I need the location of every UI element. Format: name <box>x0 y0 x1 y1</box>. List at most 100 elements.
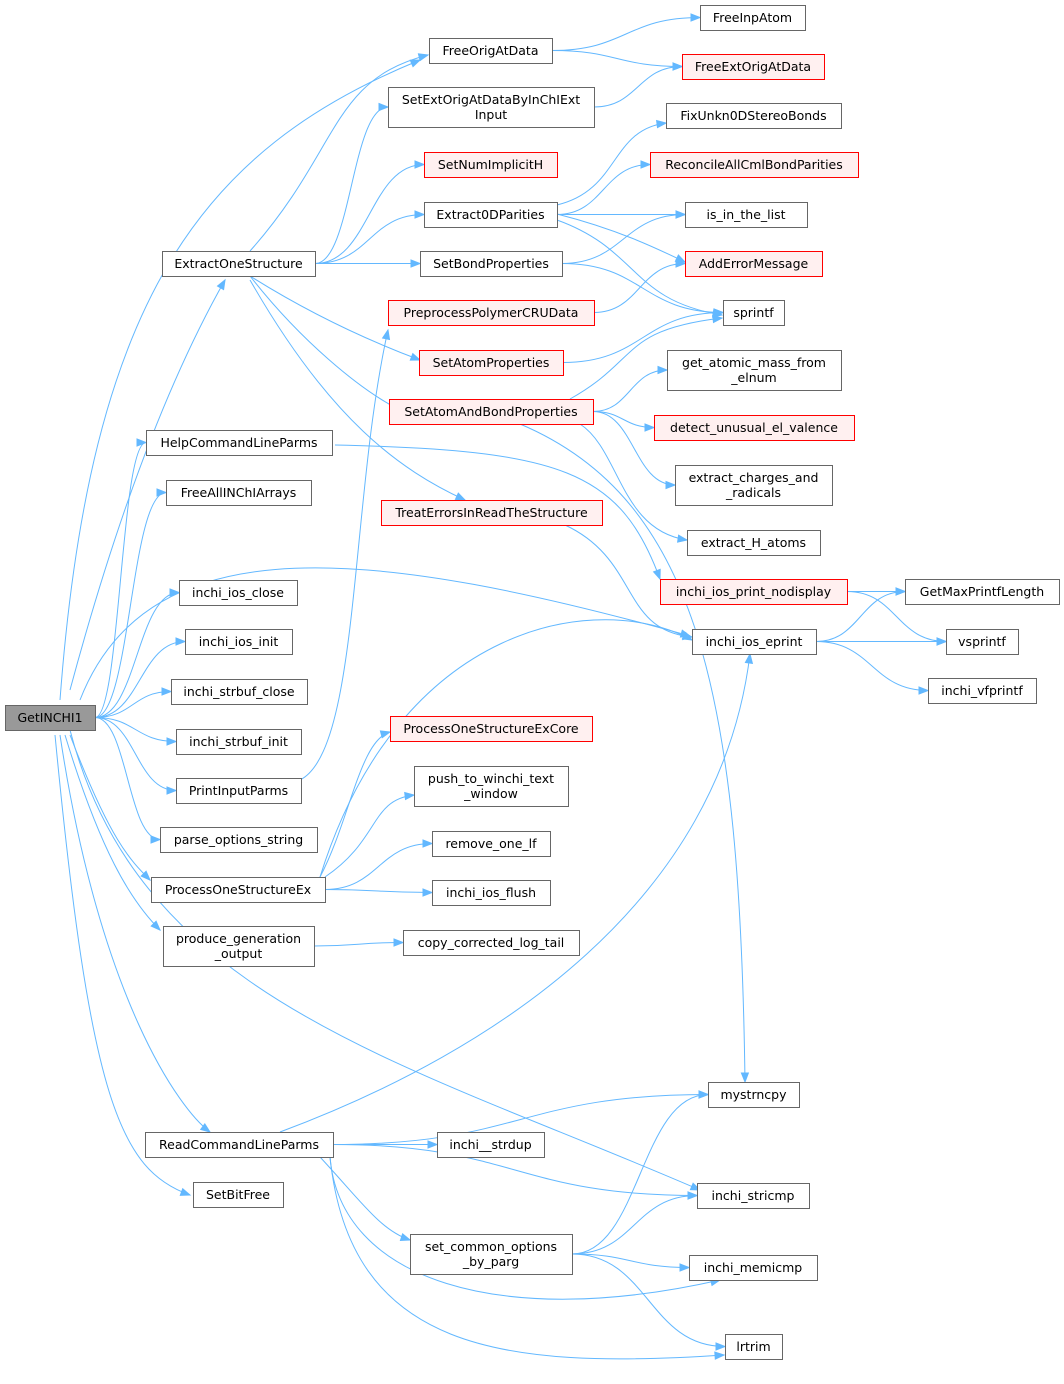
node-adderrormessage[interactable]: AddErrorMessage <box>685 251 823 277</box>
node-treaterrorsinreadthestructure[interactable]: TreatErrorsInReadTheStructure <box>381 500 603 526</box>
arrowhead-icon <box>665 480 677 490</box>
node-setbondproperties[interactable]: SetBondProperties <box>420 251 563 277</box>
edge-line <box>571 1094 709 1255</box>
node-label: is_in_the_list <box>706 207 785 222</box>
edge-extractonestructure-to-setextorigatdatabyinchiextinput <box>314 102 390 264</box>
arrowhead-icon <box>679 1263 691 1272</box>
node-helpcommandlineparms[interactable]: HelpCommandLineParms <box>146 430 333 456</box>
node-extractonestructure[interactable]: ExtractOneStructure <box>162 251 316 277</box>
node-inchi-ios-close[interactable]: inchi_ios_close <box>179 580 298 606</box>
node-box <box>5 705 96 731</box>
node-label: _elnum <box>730 370 776 385</box>
node-is-in-the-list[interactable]: is_in_the_list <box>685 202 808 228</box>
edge-line <box>69 734 151 881</box>
node-fixunkn0dstereobonds[interactable]: FixUnkn0DStereoBonds <box>666 103 842 129</box>
arrowhead-icon <box>140 870 151 881</box>
node-inchi-ios-flush[interactable]: inchi_ios_flush <box>432 880 551 906</box>
node-label: inchi_ios_flush <box>446 885 536 900</box>
node-reconcileallcmlbondparities[interactable]: ReconcileAllCmlBondParities <box>650 152 859 178</box>
node-label: inchi_ios_close <box>192 585 284 600</box>
node-lrtrim[interactable]: lrtrim <box>725 1334 783 1360</box>
node-box <box>171 679 308 705</box>
node-preprocesspolymercrudata[interactable]: PreprocessPolymerCRUData <box>388 300 595 326</box>
node-setatomproperties[interactable]: SetAtomProperties <box>419 350 564 376</box>
node-freeinpatom[interactable]: FreeInpAtom <box>700 5 806 31</box>
node-box <box>420 251 563 277</box>
node-parse-options-string[interactable]: parse_options_string <box>160 827 318 853</box>
node-extract0dparities[interactable]: Extract0DParities <box>424 202 558 228</box>
node-setatomandbondproperties[interactable]: SetAtomAndBondProperties <box>389 399 594 425</box>
node-label: inchi_ios_eprint <box>706 634 803 649</box>
node-box <box>160 827 318 853</box>
edge-set-common-options-by-parg-to-inchi-memicmp <box>571 1253 691 1272</box>
node-push-to-winchi-text-window[interactable]: push_to_winchi_text_window <box>414 766 569 807</box>
edge-produce-generation-output-to-copy-corrected-log-tail <box>313 938 405 947</box>
node-inchi-memicmp[interactable]: inchi_memicmp <box>689 1255 818 1281</box>
node-label: ProcessOneStructureExCore <box>403 721 579 736</box>
node-inchi-ios-init[interactable]: inchi_ios_init <box>185 629 293 655</box>
node-label: inchi_ios_print_nodisplay <box>676 584 832 599</box>
arrowhead-icon <box>740 1072 750 1084</box>
node-getmaxprintflength[interactable]: GetMaxPrintfLength <box>905 579 1060 605</box>
node-box <box>390 716 593 742</box>
node-printinputparms[interactable]: PrintInputParms <box>176 778 302 804</box>
node-label: SetBondProperties <box>433 256 549 271</box>
edge-line <box>556 122 667 206</box>
node-detect-unusual-el-valence[interactable]: detect_unusual_el_valence <box>654 415 855 441</box>
node-mystrncpy[interactable]: mystrncpy <box>708 1082 800 1108</box>
node-processonestructureex[interactable]: ProcessOneStructureEx <box>151 877 326 903</box>
arrowhead-icon <box>918 686 930 695</box>
node-copy-corrected-log-tail[interactable]: copy_corrected_log_tail <box>403 930 580 956</box>
edge-preprocesspolymercrudata-to-adderrormessage <box>593 259 687 313</box>
node-vsprintf[interactable]: vsprintf <box>946 629 1019 655</box>
node-get-atomic-mass-from-elnum[interactable]: get_atomic_mass_from_elnum <box>667 350 842 391</box>
node-label: Input <box>475 107 507 122</box>
node-inchi-strdup[interactable]: inchi__strdup <box>437 1132 545 1158</box>
node-inchi-ios-print-nodisplay[interactable]: inchi_ios_print_nodisplay <box>660 579 848 605</box>
edge-line <box>579 423 688 541</box>
edge-line <box>561 214 686 264</box>
arrowhead-icon <box>675 210 687 219</box>
node-freeorigatdata[interactable]: FreeOrigAtData <box>429 38 553 64</box>
node-sprintf[interactable]: sprintf <box>723 300 785 326</box>
function-nodes: GetINCHI1ExtractOneStructureHelpCommandL… <box>5 5 1060 1360</box>
node-inchi-strbuf-init[interactable]: inchi_strbuf_init <box>176 729 302 755</box>
node-remove-one-lf[interactable]: remove_one_lf <box>432 831 551 857</box>
node-box <box>432 831 551 857</box>
edge-inchi-ios-eprint-to-inchi-vfprintf <box>815 641 930 695</box>
node-set-common-options-by-parg[interactable]: set_common_options_by_parg <box>410 1234 573 1275</box>
edge-freeorigatdata-to-freeextorigatdata <box>551 50 684 71</box>
arrowhead-icon <box>179 1187 192 1196</box>
arrowhead-icon <box>169 588 181 597</box>
node-label: push_to_winchi_text <box>428 771 554 786</box>
arrowhead-icon <box>166 786 178 795</box>
node-inchi-stricmp[interactable]: inchi_stricmp <box>697 1183 810 1209</box>
edge-extract0dparities-to-fixunkn0dstereobonds <box>556 119 668 206</box>
arrowhead-icon <box>414 210 426 219</box>
node-freeextorigatdata[interactable]: FreeExtOrigAtData <box>682 54 825 80</box>
node-label: TreatErrorsInReadTheStructure <box>394 505 588 520</box>
node-produce-generation-output[interactable]: produce_generation_output <box>163 926 315 967</box>
edge-line <box>54 734 191 1196</box>
node-readcommandlineparms[interactable]: ReadCommandLineParms <box>145 1132 334 1158</box>
node-setbitfree[interactable]: SetBitFree <box>193 1182 284 1208</box>
node-inchi-ios-eprint[interactable]: inchi_ios_eprint <box>692 629 817 655</box>
arrowhead-icon <box>175 637 187 646</box>
edge-setatomproperties-to-sprintf <box>562 308 725 363</box>
edge-line <box>571 1253 690 1268</box>
node-box <box>410 1234 573 1275</box>
node-processonestructureexcore[interactable]: ProcessOneStructureExCore <box>390 716 593 742</box>
edge-line <box>79 567 691 701</box>
node-extract-charges-and-radicals[interactable]: extract_charges_and_radicals <box>675 465 833 506</box>
edge-printinputparms-to-preprocesspolymercrudata <box>299 328 391 781</box>
node-setnumimplicith[interactable]: SetNumImplicitH <box>424 152 558 178</box>
edge-line <box>593 263 686 313</box>
node-freeallinchiarrays[interactable]: FreeAllINChIArrays <box>166 480 312 506</box>
node-inchi-strbuf-close[interactable]: inchi_strbuf_close <box>171 679 308 705</box>
node-extract-h-atoms[interactable]: extract_H_atoms <box>687 530 821 556</box>
edge-extractonestructure-to-setbondproperties <box>315 259 422 268</box>
node-inchi-vfprintf[interactable]: inchi_vfprintf <box>928 678 1037 704</box>
edge-set-common-options-by-parg-to-inchi-stricmp <box>571 1191 699 1255</box>
arrowhead-icon <box>690 13 702 22</box>
